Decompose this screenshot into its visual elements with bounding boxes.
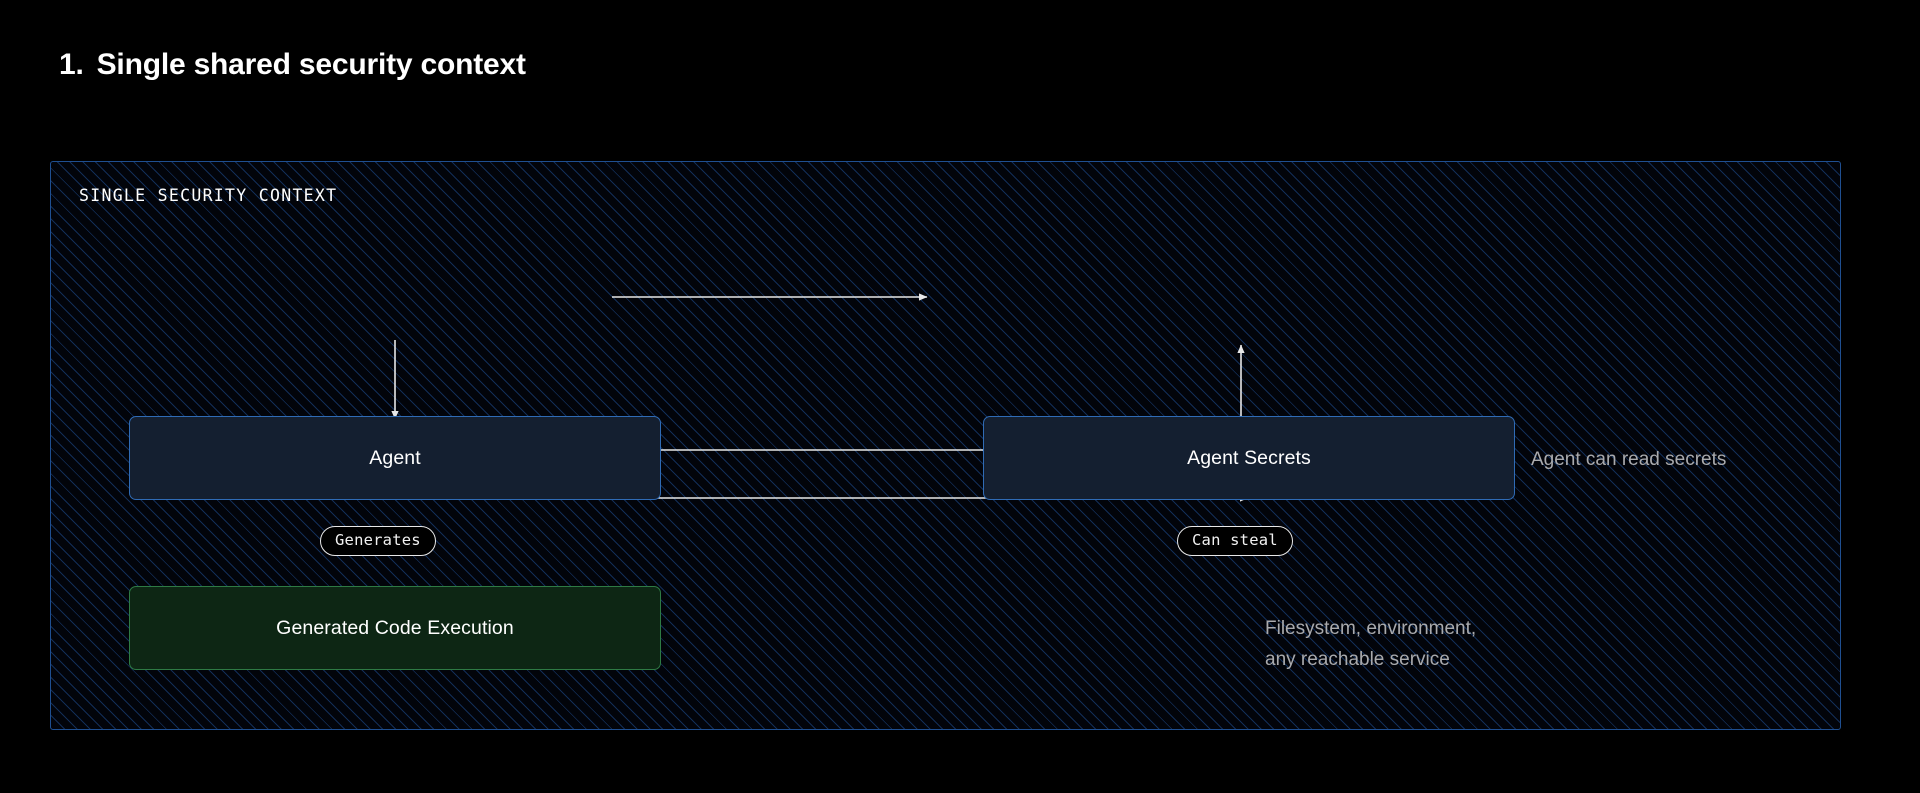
- page-title-text: Single shared security context: [96, 48, 526, 81]
- page-title: 1. Single shared security context: [59, 48, 526, 82]
- panel-label: SINGLE SECURITY CONTEXT: [79, 186, 338, 205]
- annotation-filesystem-shared: (Shared, fully accessible): [675, 724, 887, 729]
- single-security-context-panel: SINGLE SECURITY CONTEXT Agent Agent Secr…: [50, 161, 1841, 730]
- node-agent-secrets-label: Agent Secrets: [1187, 446, 1311, 469]
- page-title-number: 1.: [59, 48, 84, 81]
- node-agent-secrets[interactable]: Agent Secrets: [983, 416, 1515, 500]
- node-generated-code-execution[interactable]: Generated Code Execution: [129, 586, 661, 670]
- edge-label-can-steal: Can steal: [1177, 526, 1293, 557]
- annotation-reachable-resources: Filesystem, environment, any reachable s…: [1265, 618, 1477, 670]
- node-generated-code-execution-label: Generated Code Execution: [276, 616, 514, 639]
- edge-label-generates: Generates: [320, 526, 436, 557]
- node-agent-label: Agent: [369, 446, 421, 469]
- node-agent[interactable]: Agent: [129, 416, 661, 500]
- annotation-agent-can-read-secrets: Agent can read secrets: [1531, 449, 1727, 470]
